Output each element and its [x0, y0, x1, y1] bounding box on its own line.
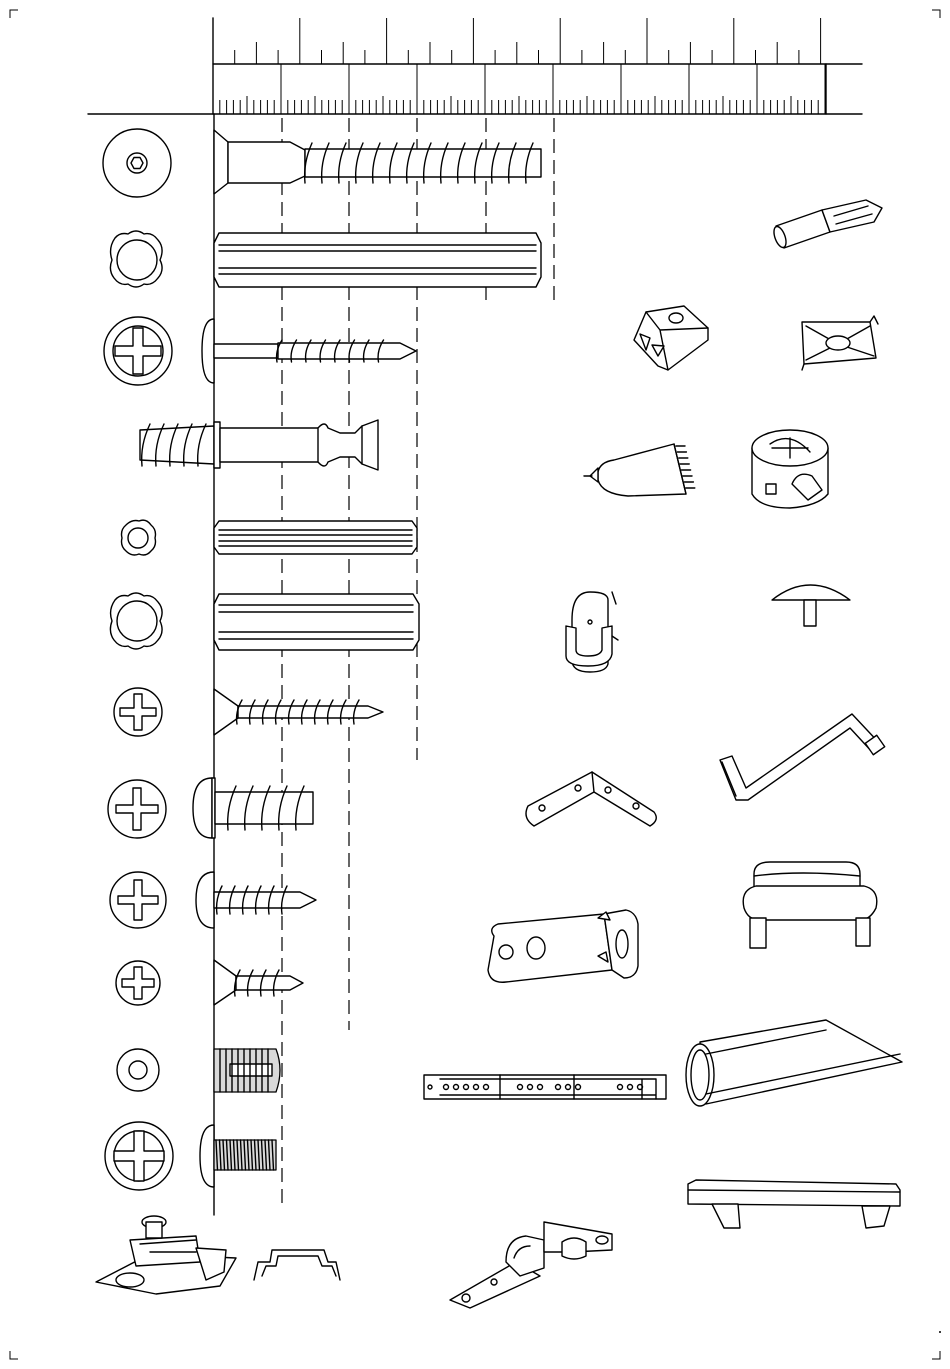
allen-key [720, 714, 885, 800]
machine-bolt [200, 1125, 276, 1187]
small-wooden-dowel [214, 521, 417, 554]
pozidriv-head-icon-2 [114, 688, 162, 736]
screwdriver-bit [772, 200, 882, 249]
ring-washer-icon [117, 1049, 159, 1091]
threaded-insert [214, 1049, 280, 1092]
medium-wooden-dowel [214, 594, 419, 650]
mushroom-peg [772, 585, 850, 626]
pozidriv-head-icon-4 [110, 872, 166, 928]
medium-fluted-dowel-end-icon [110, 593, 162, 649]
small-wood-screw [202, 319, 416, 383]
measuring-ruler [88, 18, 862, 114]
bar-handle [688, 1180, 900, 1228]
wardrobe-rail [686, 1020, 902, 1106]
cam-bolt [140, 420, 378, 470]
page-dot [939, 1331, 941, 1333]
pozidriv-head-icon-5 [116, 961, 160, 1005]
round-head-screw [196, 872, 316, 928]
large-wooden-dowel [214, 233, 541, 287]
pan-head-euro-screw [193, 778, 313, 838]
rail-support-bracket [566, 592, 618, 672]
pozidriv-head-icon [104, 317, 172, 385]
shelf-support-clip [634, 306, 708, 370]
ruler-ticks [213, 18, 825, 114]
drawer-slide [424, 1075, 666, 1099]
spring-plate-clip [802, 316, 878, 370]
concealed-hinge [450, 1222, 612, 1308]
angle-bracket [526, 772, 656, 826]
phillips-head-icon [105, 1122, 173, 1190]
cam-lock-fitting [752, 430, 828, 508]
pozidriv-head-icon-3 [108, 780, 166, 838]
handle [743, 862, 877, 948]
hinge-mounting-plate [96, 1216, 236, 1294]
hinge-cup [254, 1250, 340, 1280]
short-countersunk-screw [214, 960, 303, 1005]
l-bracket [488, 910, 638, 982]
glue-tube [584, 444, 695, 496]
small-fluted-dowel-end-icon [122, 520, 156, 555]
hex-socket-head-icon [103, 129, 171, 197]
countersunk-wood-screw [214, 689, 383, 735]
fluted-dowel-end-icon [110, 231, 162, 287]
hex-socket-screw [214, 130, 541, 194]
